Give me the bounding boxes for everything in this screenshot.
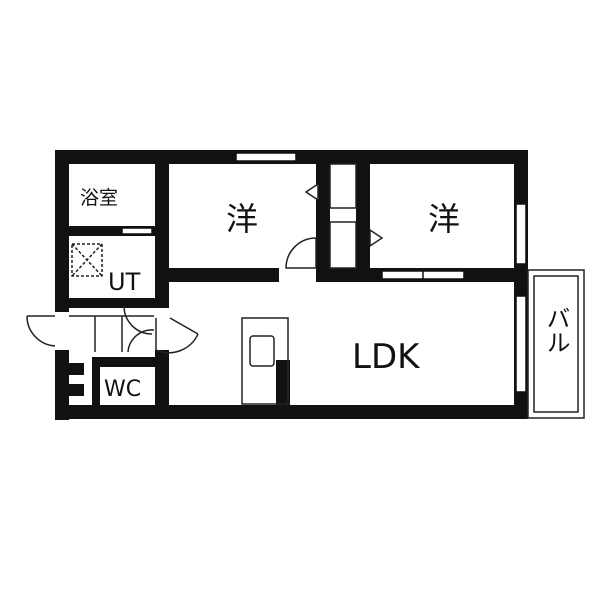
wall-wc-north [92, 357, 169, 367]
label-utility: UT [108, 268, 141, 296]
label-ldk: LDK [352, 337, 421, 377]
balcony-inner [533, 275, 579, 413]
wall-ut-south [69, 298, 169, 308]
wall-wc-west [92, 357, 100, 419]
closet-right [329, 221, 357, 269]
wall-block-1 [69, 363, 84, 375]
kitchen-sink [249, 335, 275, 367]
fixtures [69, 163, 585, 419]
doors [26, 237, 317, 354]
door-wc [127, 329, 155, 353]
wall-kitchen-pillar [276, 360, 290, 408]
window-ldk-east [515, 295, 527, 393]
wall-ut-east [155, 236, 169, 306]
window-right-room [515, 203, 527, 265]
kitchen-counter [241, 317, 289, 405]
window-bath [121, 227, 153, 235]
wall-wc-east [155, 350, 169, 419]
label-western-right: 洋 [428, 200, 460, 238]
closet-hanger-right [369, 228, 384, 248]
door-ldk [155, 318, 199, 354]
room-labels: 浴室 洋 洋 UT LDK WC バル [80, 187, 570, 402]
wall-west-left-south [169, 268, 279, 282]
balcony-outline [527, 269, 585, 419]
door-entrance [26, 315, 56, 347]
window-top-left-room [235, 152, 297, 162]
wall-bath-south [55, 226, 169, 236]
label-balcony: バル [542, 306, 570, 354]
wall-center-partition-2 [356, 150, 370, 282]
washer-pan [71, 243, 103, 277]
windows [121, 152, 527, 393]
closet-hanger-left [304, 182, 319, 202]
label-toilet: WC [104, 377, 141, 402]
wall-block-2 [69, 384, 84, 396]
washer-pan-cross-2 [71, 243, 103, 277]
wall-left-lower [55, 350, 69, 420]
label-bath: 浴室 [80, 187, 118, 209]
label-western-left: 洋 [226, 200, 258, 238]
wall-center-partition [316, 150, 330, 282]
door-ut [123, 305, 153, 335]
wall-bath-east [155, 150, 169, 240]
wall-bottom [55, 405, 528, 419]
door-ldk-leaf [169, 317, 199, 335]
door-west-left [285, 237, 317, 269]
closet-left [329, 163, 357, 209]
